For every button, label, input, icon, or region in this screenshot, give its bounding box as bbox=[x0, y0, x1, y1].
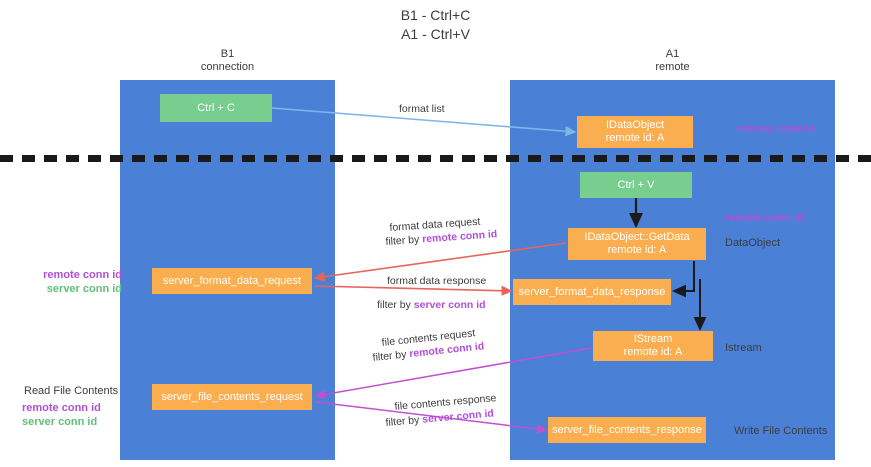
annotation-remote-conn-id: remote conn id bbox=[22, 402, 101, 414]
edge-label-format-data-response-filter: filter by server conn id bbox=[377, 298, 486, 312]
annotation-server-conn-id: server conn id bbox=[22, 416, 98, 428]
lane-header-b1: B1 connection bbox=[120, 48, 335, 74]
annotation-dataobject: DataObject bbox=[725, 237, 781, 249]
annotation-read-file-contents: Read File Contents bbox=[24, 385, 119, 397]
lane-header-b1-role: connection bbox=[200, 61, 255, 73]
annotation-remote-conn-id: remote conn id bbox=[43, 269, 122, 281]
edge-label-format-data-response: format data response bbox=[387, 275, 487, 287]
filter-key: server conn id bbox=[413, 299, 486, 311]
annotation-istream: Istream bbox=[725, 342, 762, 354]
edge-label-format-list: format list bbox=[399, 103, 445, 115]
annotation-write-file-contents: Write File Contents bbox=[734, 425, 828, 437]
title-line-2: A1 - Ctrl+V bbox=[401, 26, 470, 42]
filter-prefix: filter by bbox=[372, 348, 410, 364]
box-server-file-contents-request[interactable]: server_file_contents_request bbox=[152, 384, 312, 410]
title-line-1: B1 - Ctrl+C bbox=[400, 7, 471, 23]
annotation-left-conn-ids-bot: remote conn id server conn id bbox=[22, 401, 101, 429]
annotation-text: remote conn id bbox=[736, 123, 815, 135]
box-ctrl-c-label: Ctrl + C bbox=[197, 101, 235, 114]
box-server-format-data-request[interactable]: server_format_data_request bbox=[152, 268, 312, 294]
box-getdata-label: IDataObject::GetData bbox=[584, 231, 690, 243]
box-server-file-contents-response-label: server_file_contents_response bbox=[552, 423, 702, 436]
box-getdata-remote-id: remote id: A bbox=[607, 244, 667, 256]
lane-header-a1-name: A1 bbox=[665, 48, 680, 60]
annotation-remote-conn-id-mid: remote conn id bbox=[725, 211, 804, 225]
phase-divider bbox=[0, 155, 871, 162]
box-ctrl-v-label: Ctrl + V bbox=[617, 178, 655, 191]
box-idataobject-getdata[interactable]: IDataObject::GetData remote id: A bbox=[568, 228, 706, 260]
box-idataobject-remote-id: remote id: A bbox=[605, 132, 665, 144]
filter-prefix: filter by bbox=[377, 299, 414, 311]
diagram-title: B1 - Ctrl+C A1 - Ctrl+V bbox=[0, 6, 871, 44]
box-server-file-contents-request-label: server_file_contents_request bbox=[161, 390, 303, 403]
annotation-remote-conn-id-top: remote conn id bbox=[736, 122, 815, 136]
annotation-left-conn-ids-mid: remote conn id server conn id bbox=[22, 268, 122, 296]
box-ctrl-c[interactable]: Ctrl + C bbox=[160, 94, 272, 122]
lane-header-a1: A1 remote bbox=[510, 48, 835, 74]
filter-key: remote conn id bbox=[421, 228, 498, 246]
box-istream-remote-id: remote id: A bbox=[623, 346, 683, 358]
box-idataobject-label: IDataObject bbox=[605, 119, 665, 131]
box-istream-label: IStream bbox=[633, 333, 673, 345]
annotation-text: remote conn id bbox=[725, 212, 804, 224]
lane-header-b1-name: B1 bbox=[220, 48, 235, 60]
box-istream[interactable]: IStream remote id: A bbox=[593, 331, 713, 361]
box-server-format-data-request-label: server_format_data_request bbox=[162, 274, 302, 287]
box-ctrl-v[interactable]: Ctrl + V bbox=[580, 172, 692, 198]
filter-prefix: filter by bbox=[385, 413, 423, 429]
annotation-server-conn-id: server conn id bbox=[46, 283, 122, 295]
box-server-format-data-response-label: server_format_data_response bbox=[518, 285, 666, 298]
lane-header-a1-role: remote bbox=[655, 61, 690, 73]
box-server-format-data-response[interactable]: server_format_data_response bbox=[513, 279, 671, 305]
box-idataobject[interactable]: IDataObject remote id: A bbox=[577, 116, 693, 148]
box-server-file-contents-response[interactable]: server_file_contents_response bbox=[548, 417, 706, 443]
filter-prefix: filter by bbox=[385, 233, 423, 248]
